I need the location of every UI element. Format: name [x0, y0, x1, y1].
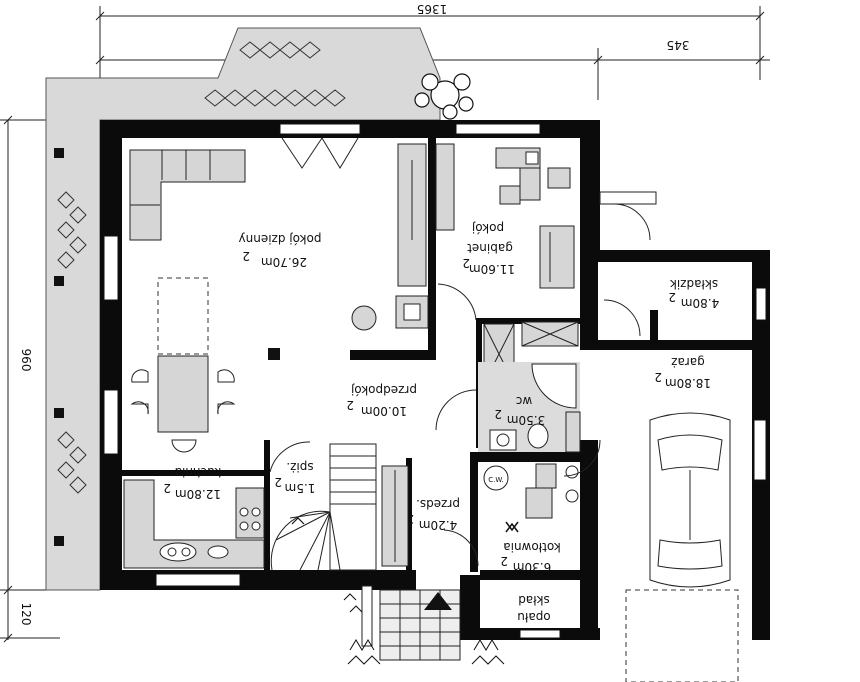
label-wc: wc 3.50m 2 — [494, 394, 545, 427]
label-hall: przedpokój 10.00m 2 — [346, 383, 417, 418]
study-shelf — [435, 143, 455, 231]
svg-text:11.60m: 11.60m — [469, 262, 515, 276]
kitchen-counter — [123, 479, 265, 569]
vent-icon — [505, 521, 519, 533]
garage-inner-door — [563, 439, 601, 477]
svg-text:2: 2 — [654, 370, 662, 384]
svg-text:2: 2 — [406, 512, 414, 526]
plant-top — [414, 73, 474, 120]
svg-text:2: 2 — [163, 481, 171, 495]
svg-text:pokój dzienny: pokój dzienny — [239, 232, 322, 246]
armchair-round — [351, 305, 377, 331]
svg-text:przedpokój: przedpokój — [351, 383, 417, 397]
svg-text:2: 2 — [494, 407, 502, 421]
terrace-pattern — [57, 41, 346, 494]
label-kitchen: kuchnia 12.80m 2 — [163, 465, 221, 501]
svg-text:3.50m: 3.50m — [507, 413, 545, 427]
staircase — [270, 443, 377, 571]
windows — [103, 123, 767, 639]
tv-cabinet — [397, 143, 427, 287]
label-living: pokój dzienny 26.70m 2 — [239, 232, 322, 269]
label-fuel: skład opału — [517, 593, 550, 624]
dim-top-right: 345 — [667, 38, 690, 52]
svg-text:gabinet: gabinet — [467, 241, 513, 255]
svg-text:spiż.: spiż. — [286, 460, 313, 474]
boiler-door — [443, 529, 479, 567]
parking-outline — [625, 589, 739, 682]
desk — [495, 147, 571, 205]
storage-door — [603, 299, 641, 337]
svg-text:2: 2 — [500, 554, 508, 568]
label-garage: garaż 18.80m 2 — [654, 355, 711, 390]
car — [649, 412, 731, 588]
stair-arrow — [291, 517, 305, 525]
label-storage: składzik 4.80m 2 — [668, 277, 719, 310]
svg-text:6.30m: 6.30m — [513, 560, 551, 574]
fireplace — [395, 295, 429, 329]
dim-left-main: 960 — [19, 349, 33, 372]
garage-side-door — [599, 191, 657, 241]
label-vestibule: przeds. 4.20m 2 — [406, 497, 460, 532]
dining-table — [157, 355, 209, 433]
shrubs — [343, 593, 505, 665]
svg-text:2: 2 — [242, 249, 250, 263]
terrace-posts — [54, 148, 64, 546]
svg-text:2: 2 — [462, 256, 470, 270]
svg-text:18.80m: 18.80m — [665, 376, 711, 390]
entrance-steps — [361, 585, 461, 661]
svg-text:2: 2 — [274, 475, 282, 489]
sofa-corner — [129, 149, 246, 241]
cw-label: C.W. — [488, 476, 503, 484]
dim-top-total: 1365 — [417, 2, 448, 16]
wardrobe — [381, 465, 409, 567]
svg-text:składzik: składzik — [670, 277, 718, 291]
svg-text:kuchnia: kuchnia — [175, 465, 222, 479]
dining-zone — [157, 277, 209, 355]
dim-left-small: 120 — [19, 603, 33, 626]
water-heater — [483, 465, 509, 491]
study-door — [437, 283, 477, 321]
svg-text:4.20m: 4.20m — [419, 518, 457, 532]
svg-text:2: 2 — [346, 398, 354, 412]
label-boiler: kotłownia 6.30m 2 — [500, 540, 560, 574]
label-pantry: spiż. 1.5m 2 — [274, 460, 315, 495]
svg-text:26.70m: 26.70m — [261, 255, 307, 269]
boiler — [525, 463, 579, 519]
study-sofa — [539, 225, 575, 289]
label-study: pokój gabinet 11.60m 2 — [462, 221, 515, 276]
svg-text:opału: opału — [517, 610, 550, 624]
dimension-lines — [0, 6, 770, 643]
svg-text:przeds.: przeds. — [416, 497, 460, 511]
svg-text:wc: wc — [516, 394, 532, 408]
svg-text:10.00m: 10.00m — [361, 404, 407, 418]
svg-text:kotłownia: kotłownia — [503, 540, 560, 554]
wc-room — [478, 362, 581, 453]
pantry-door — [269, 441, 311, 473]
svg-text:skład: skład — [518, 593, 550, 607]
hall-door — [435, 389, 477, 431]
svg-text:2: 2 — [668, 290, 676, 304]
svg-text:12.80m: 12.80m — [175, 487, 221, 501]
svg-text:garaż: garaż — [671, 355, 705, 369]
svg-text:1.5m: 1.5m — [285, 481, 316, 495]
dining-chairs — [130, 369, 236, 453]
svg-text:pokój: pokój — [472, 221, 504, 235]
column — [268, 348, 280, 360]
french-door — [281, 137, 359, 169]
svg-text:4.80m: 4.80m — [681, 296, 719, 310]
